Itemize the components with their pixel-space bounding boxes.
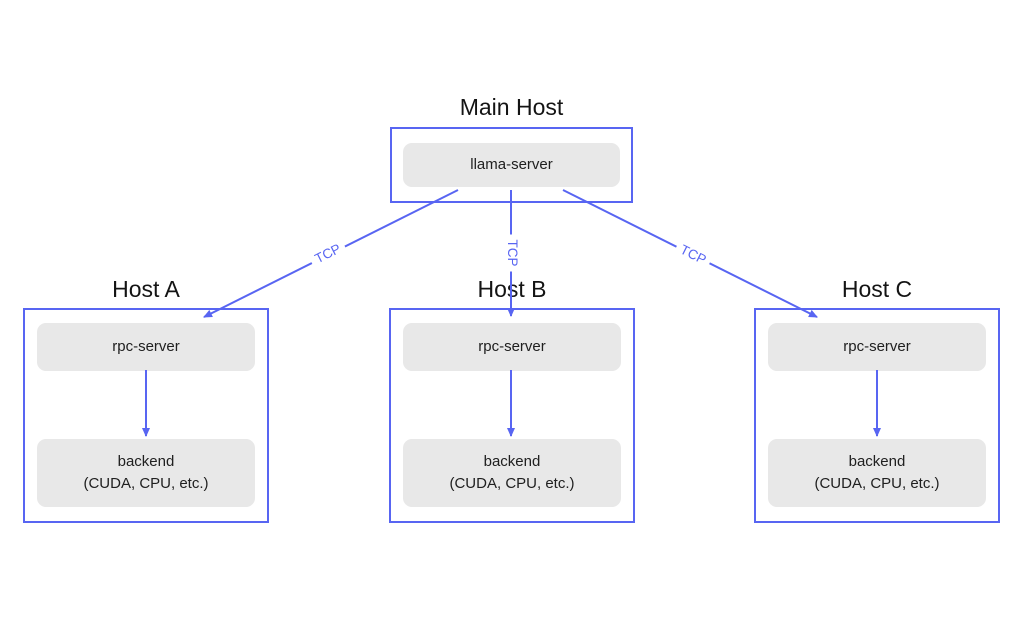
host-b-backend-node: backend (CUDA, CPU, etc.) [403, 439, 621, 507]
host-a-box: rpc-server backend (CUDA, CPU, etc.) [23, 308, 269, 523]
host-a-rpc-server-node: rpc-server [37, 323, 255, 371]
host-c-rpc-server-node: rpc-server [768, 323, 986, 371]
host-b-title: Host B [477, 276, 547, 302]
host-b-backend-label: backend (CUDA, CPU, etc.) [449, 453, 575, 492]
host-c-backend-label: backend (CUDA, CPU, etc.) [814, 453, 940, 492]
llama-server-node: llama-server [403, 143, 620, 187]
host-a-backend-label: backend (CUDA, CPU, etc.) [83, 453, 209, 492]
host-a-title: Host A [112, 276, 180, 302]
host-b-box: rpc-server backend (CUDA, CPU, etc.) [389, 308, 635, 523]
host-b-rpc-server-node: rpc-server [403, 323, 621, 371]
tcp-label-c: TCP [672, 239, 714, 271]
host-c-backend-node: backend (CUDA, CPU, etc.) [768, 439, 986, 507]
host-c-title: Host C [841, 276, 913, 302]
host-c-box: rpc-server backend (CUDA, CPU, etc.) [754, 308, 1000, 523]
host-a-backend-node: backend (CUDA, CPU, etc.) [37, 439, 255, 507]
tcp-label-b: TCP [504, 234, 520, 272]
main-host-title: Main Host [459, 94, 564, 120]
tcp-label-a: TCP [307, 238, 349, 270]
main-host-box: llama-server [390, 127, 633, 203]
